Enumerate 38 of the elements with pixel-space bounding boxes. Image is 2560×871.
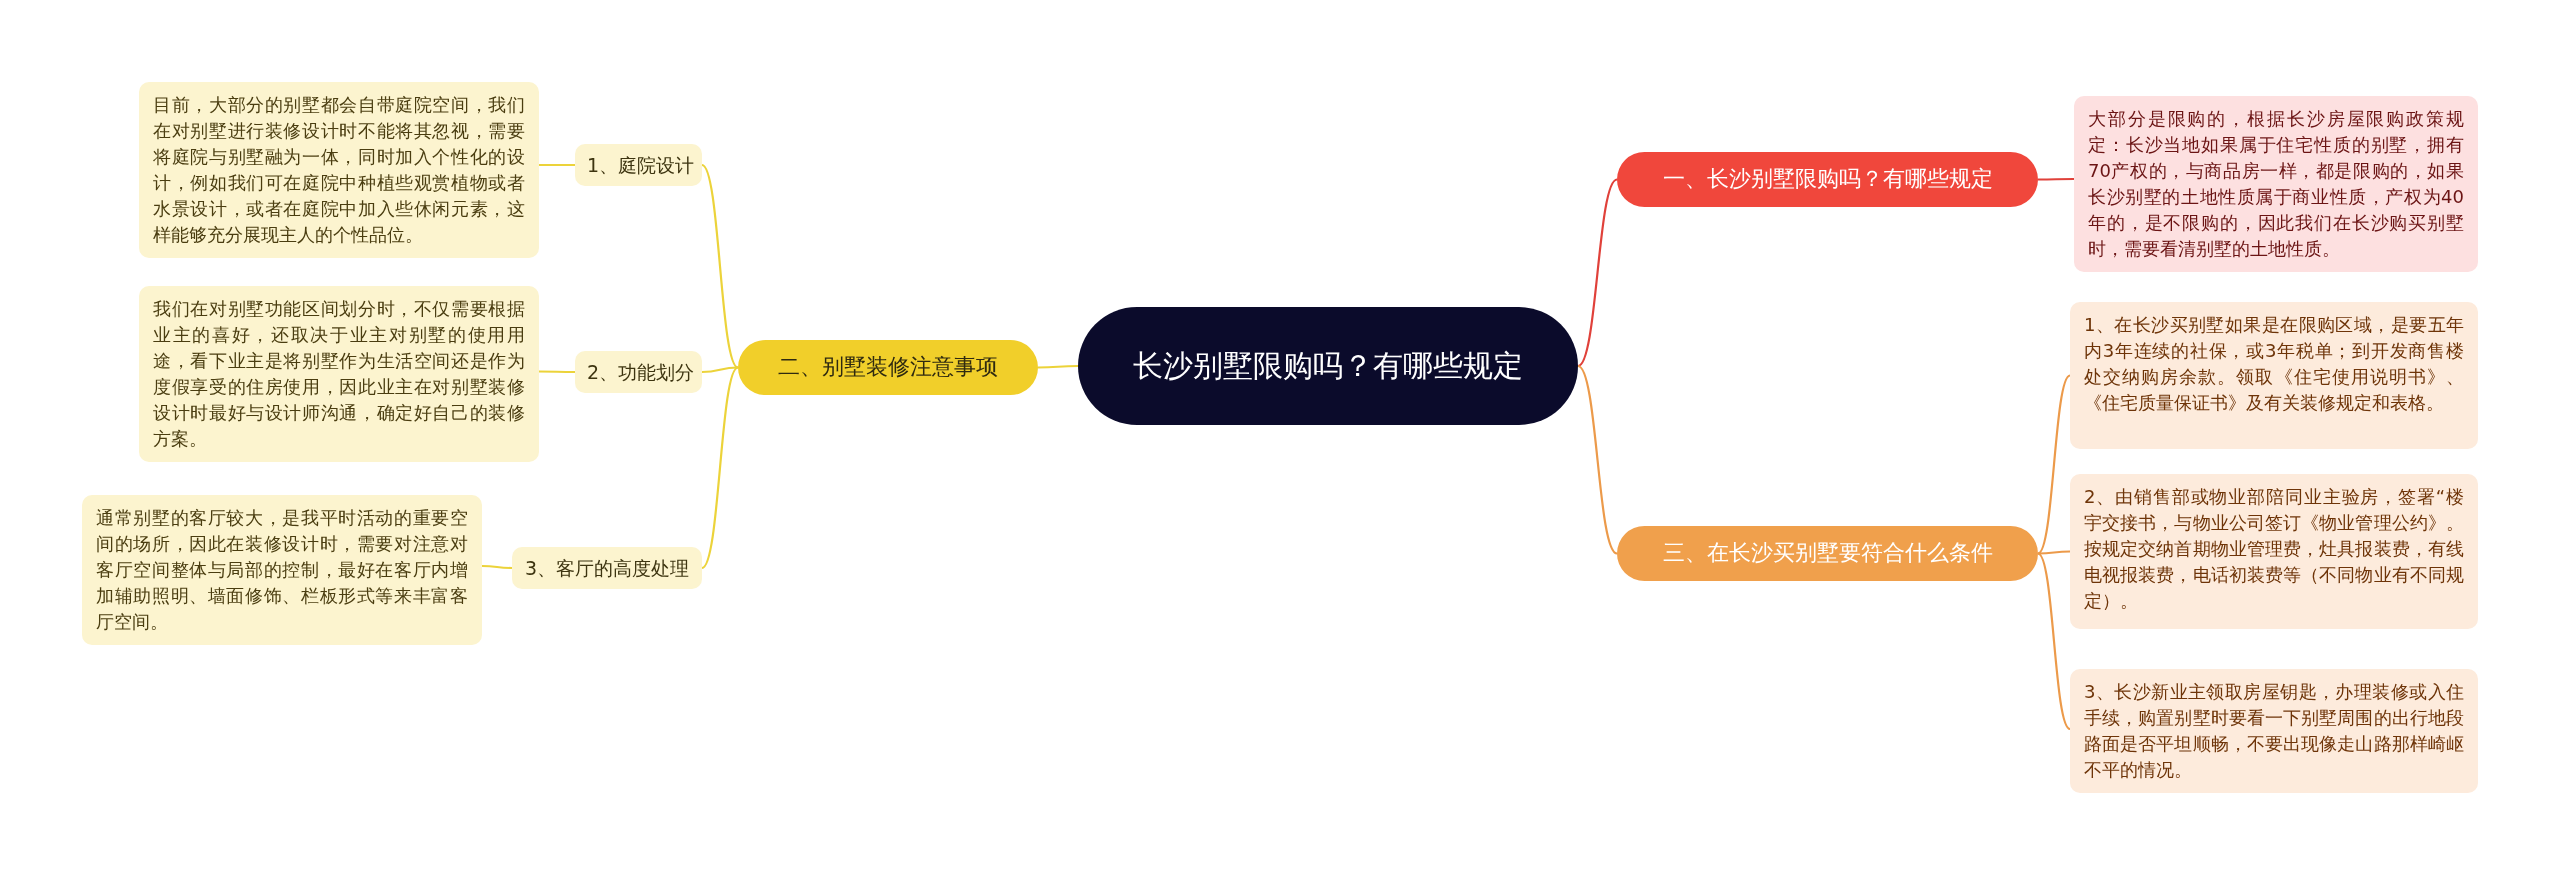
connector-line: [1577, 365, 1618, 555]
note-card: [139, 82, 539, 258]
note-card: [2070, 302, 2478, 449]
connector-line: [1038, 364, 1078, 369]
connector-line: [701, 366, 739, 374]
topic-text: 二、别墅装修注意事项: [777, 353, 999, 381]
topic-text: 目前，大部分的别墅都会自带庭院空间，我们在对别墅进行装修设计时不能将其忽视，需要将庭院与别墅融为一体，同时加入个性化的设计，例如我们可在庭院中种植些观赏植物或者水景设计，或者在庭院中加入些休闲元素，这样能够充分展现主人的个性品位。: [153, 93, 525, 247]
connector-line: [539, 163, 575, 167]
connector-line: [539, 370, 575, 374]
topic-text: 2、由销售部或物业部陪同业主验房，签署“楼宇交接书，与物业公司签订《物业管理公约》。按规定交纳首期物业管理费，灶具报装费，有线电视报装费，电话初装费等（不同物业有不同规定）。: [2084, 485, 2464, 613]
subtopic-box: [512, 547, 702, 589]
branch-topic: [1617, 526, 2038, 581]
topic-text: 我们在对别墅功能区间划分时，不仅需要根据业主的喜好，还取决于业主对别墅的使用用途，看下业主是将别墅作为生活空间还是作为度假享受的住房使用，因此业主在对别墅装修设计时最好与设计师沟通，确定好自己的装修方案。: [153, 297, 525, 451]
topic-text: 通常别墅的客厅较大，是我平时活动的重要空间的场所，因此在装修设计时，需要对注意对客厅空间整体与局部的控制，最好在客厅内增加辅助照明、墙面修饰、栏板形式等来丰富客厅空间。: [96, 506, 468, 634]
note-card: [2074, 96, 2478, 272]
note-card: [2070, 474, 2478, 629]
note-card: [2070, 669, 2478, 793]
topic-text: 长沙别墅限购吗？有哪些规定: [1133, 347, 1523, 385]
branch-topic: [738, 340, 1038, 395]
topic-text: 3、客厅的高度处理: [524, 556, 690, 581]
note-card: [82, 495, 482, 645]
topic-text: 大部分是限购的，根据长沙房屋限购政策规定：长沙当地如果属于住宅性质的别墅，拥有70产权的，与商品房一样，都是限购的，如果长沙别墅的土地性质属于商业性质，产权为40年的，是不限购的，因此我们在长沙购买别墅时，需要看清别墅的土地性质。: [2088, 107, 2464, 261]
connector-line: [2038, 177, 2074, 181]
connector-line: [482, 564, 512, 570]
connector-line: [2037, 552, 2071, 730]
note-card: [139, 286, 539, 462]
connector-line: [1577, 178, 1618, 367]
topic-text: 三、在长沙买别墅要符合什么条件: [1661, 539, 1994, 567]
subtopic-box: [575, 144, 702, 186]
branch-topic: [1617, 152, 2038, 207]
subtopic-box: [575, 351, 702, 393]
topic-text: 3、长沙新业主领取房屋钥匙，办理装修或入住手续，购置别墅时要看一下别墅周围的出行地段路面是否平坦顺畅，不要出现像走山路那样崎岖不平的情况。: [2084, 680, 2464, 782]
topic-text: 一、长沙别墅限购吗？有哪些规定: [1661, 165, 1994, 193]
connector-line: [701, 164, 739, 369]
connector-line: [2037, 374, 2071, 555]
topic-text: 1、在长沙买别墅如果是在限购区域，是要五年内3年连续的社保，或3年税单；到开发商售楼处交纳购房余款。领取《住宅使用说明书》、《住宅质量保证书》及有关装修规定和表格。: [2084, 313, 2464, 415]
connector-line: [2038, 550, 2070, 555]
connector-line: [701, 366, 739, 569]
